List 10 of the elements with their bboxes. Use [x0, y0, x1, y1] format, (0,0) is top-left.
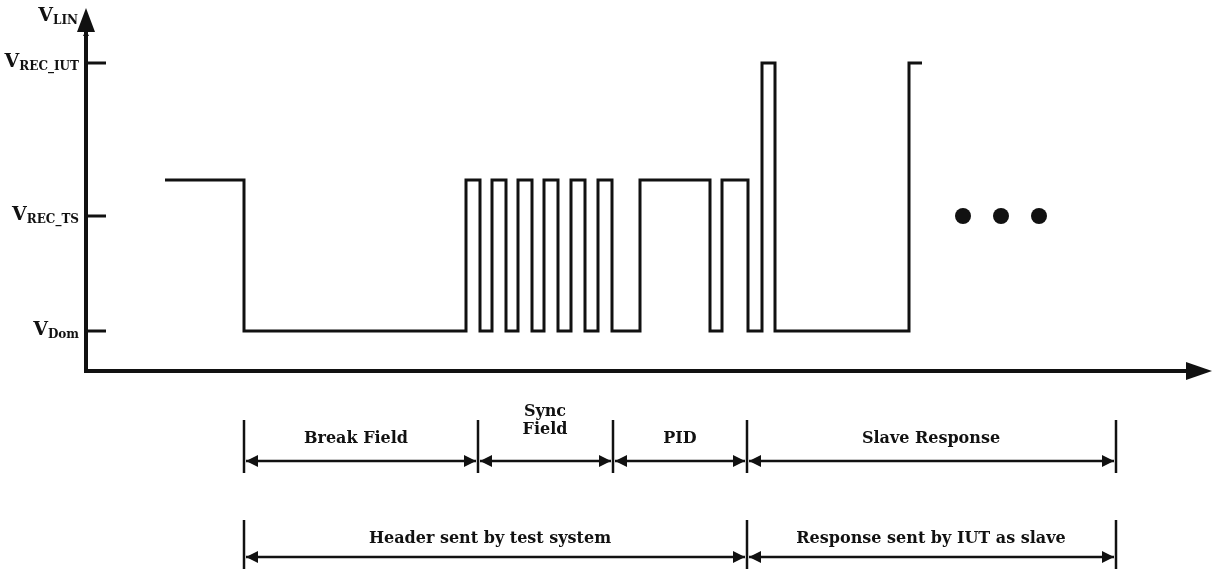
- segment-label: PID: [663, 429, 697, 448]
- axis-label: V$_{REC_IUT}$: [4, 50, 79, 74]
- segment-label: Sync Field: [521, 402, 569, 439]
- axis-label: V$_{LIN}$: [38, 4, 78, 28]
- segment-label: Response sent by IUT as slave: [796, 529, 1066, 548]
- axis-label: V$_{Dom}$: [33, 318, 79, 342]
- axis-label: V$_{REC_TS}$: [12, 203, 79, 227]
- segment-label: Break Field: [304, 429, 408, 448]
- segment-label: Header sent by test system: [368, 529, 612, 548]
- segment-label: Slave Response: [861, 429, 1001, 448]
